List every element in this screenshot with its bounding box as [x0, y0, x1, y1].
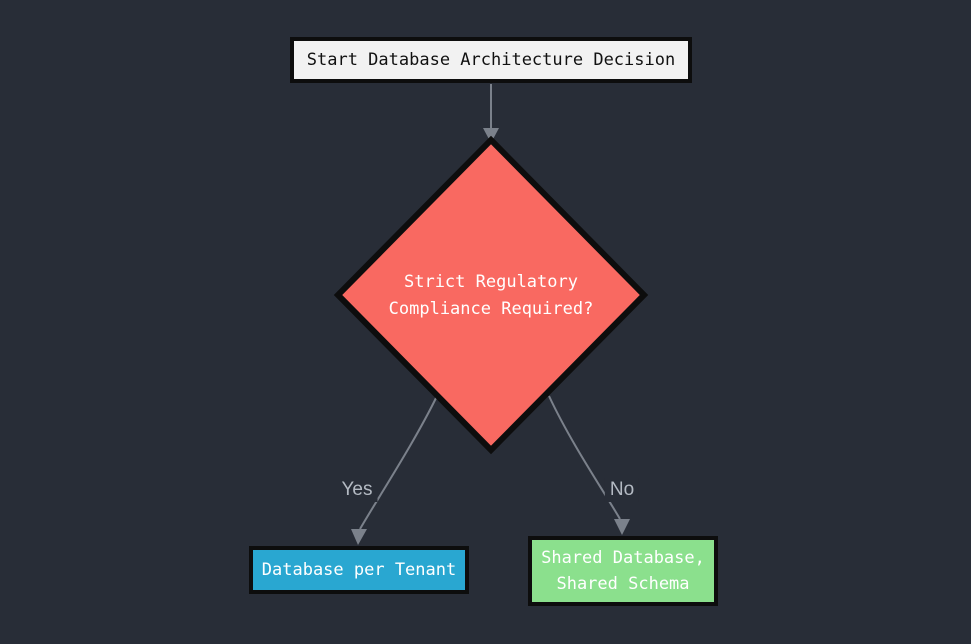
- edge-label-no: No: [604, 478, 640, 502]
- start-node: Start Database Architecture Decision: [290, 37, 692, 83]
- shared-database-node-label-line1: Shared Database,: [541, 548, 705, 568]
- decision-node-shape: [333, 135, 649, 455]
- database-per-tenant-node-label: Database per Tenant: [261, 560, 457, 580]
- start-node-label: Start Database Architecture Decision: [306, 50, 676, 70]
- shared-database-node: Shared Database, Shared Schema: [528, 536, 718, 606]
- edge-no-line: [548, 395, 621, 520]
- edge-yes-line: [359, 395, 438, 530]
- edge-no-arrowhead-icon: [614, 519, 630, 535]
- database-per-tenant-node: Database per Tenant: [249, 546, 469, 594]
- decision-node-label-line2: Compliance Required?: [388, 299, 594, 319]
- edge-yes-arrowhead-icon: [351, 529, 367, 545]
- decision-node-label-line1: Strict Regulatory: [403, 272, 578, 292]
- shared-database-node-label-line2: Shared Schema: [556, 574, 690, 594]
- decision-node-label: Strict Regulatory Compliance Required?: [389, 269, 594, 323]
- edge-label-yes: Yes: [336, 478, 378, 502]
- edge-start-to-decision-arrowhead-icon: [483, 128, 499, 143]
